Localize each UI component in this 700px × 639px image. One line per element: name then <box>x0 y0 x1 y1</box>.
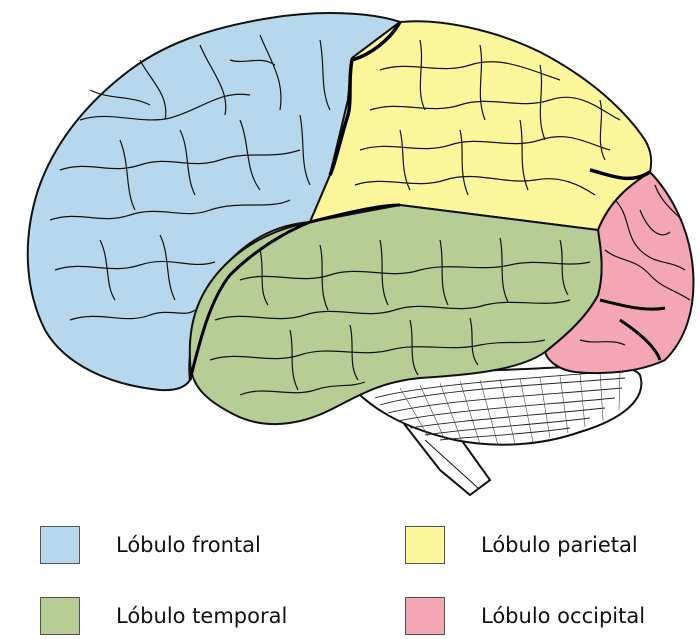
legend-label-occipital: Lóbulo occipital <box>481 604 645 628</box>
legend-label-parietal: Lóbulo parietal <box>481 533 638 557</box>
legend-label-temporal: Lóbulo temporal <box>116 604 287 628</box>
legend-item-frontal: Lóbulo frontal <box>40 525 261 565</box>
legend-item-parietal: Lóbulo parietal <box>405 525 638 565</box>
legend-swatch-occipital <box>405 597 445 635</box>
brain-diagram <box>0 0 700 510</box>
legend-label-frontal: Lóbulo frontal <box>116 533 261 557</box>
legend-item-temporal: Lóbulo temporal <box>40 596 287 636</box>
legend-swatch-temporal <box>40 597 80 635</box>
legend-swatch-parietal <box>405 526 445 564</box>
legend-item-occipital: Lóbulo occipital <box>405 596 645 636</box>
legend-swatch-frontal <box>40 526 80 564</box>
